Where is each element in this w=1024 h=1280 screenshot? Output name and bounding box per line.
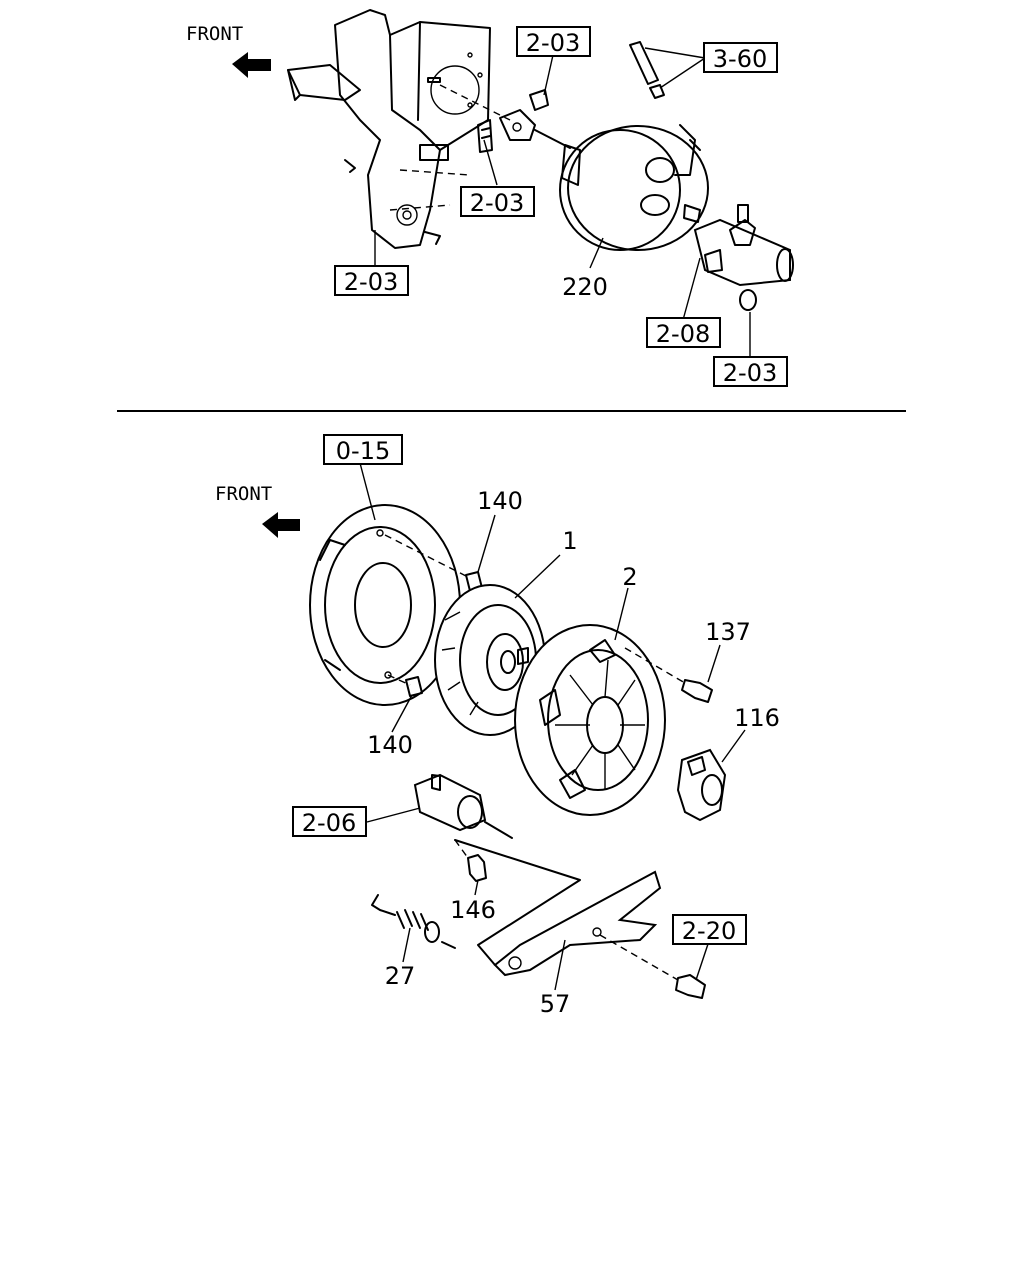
upper-dash-1 [439,84,511,121]
upper-section: FRONT [186,9,794,387]
lower-dash-4 [454,839,469,859]
callout-box-2-08 [646,317,721,348]
leader-57 [554,939,566,991]
leader-2-03-mid [483,139,498,186]
vacuum-hose [629,41,659,85]
leader-0-15 [359,462,376,521]
callout-146: 146 [450,896,496,924]
callout-box-2-03-right [713,356,788,387]
front-arrow-upper-icon [232,52,271,78]
callout-140-top: 140 [477,487,523,515]
pressure-plate [514,624,666,816]
callout-137: 137 [705,618,751,646]
dowel-140-bottom [405,676,423,697]
brake-booster [559,124,709,251]
leader-1 [514,554,561,599]
callout-2-03-left: 2-03 [344,268,398,296]
flywheel [309,504,461,706]
leader-2-03-top [543,54,554,96]
callout-2-03-right: 2-03 [723,359,777,387]
callout-1: 1 [562,527,577,555]
callout-0-15: 0-15 [336,437,390,465]
leader-137 [707,644,721,683]
slave-cylinder [413,773,513,839]
callout-2-03-top: 2-03 [526,29,580,57]
pivot-bolt [675,974,706,999]
vacuum-fitting [649,84,665,99]
release-bearing [676,748,727,822]
callout-27: 27 [385,962,416,990]
leader-3-60b [659,57,706,89]
leader-2 [614,587,629,641]
leader-2-20 [695,943,709,981]
leader-116 [721,729,746,763]
return-spring [371,894,456,949]
callout-box-2-03-top [516,26,591,57]
lower-section: FRONT [215,434,780,1018]
fork-connector-line [454,839,581,966]
release-fork [493,870,662,977]
pedal-bracket [287,9,491,249]
leader-146 [474,879,479,896]
leader-2-06 [366,807,421,823]
callout-220: 220 [562,273,608,301]
callout-3-60: 3-60 [713,45,767,73]
front-label-upper: FRONT [186,23,243,45]
lower-dash-1 [384,534,471,579]
leader-140-top [477,514,496,573]
lower-dash-5 [599,934,679,981]
upper-dash-3 [389,204,451,211]
callout-box-3-60 [703,42,778,73]
leader-140-bottom [391,694,413,733]
callout-57: 57 [540,990,571,1018]
callout-box-0-15 [323,434,403,465]
callout-2: 2 [622,563,637,591]
callout-box-2-06 [292,806,367,837]
leader-27 [402,927,411,963]
front-arrow-lower-icon [262,512,300,538]
callout-140-bottom: 140 [367,731,413,759]
leader-2-08 [682,257,701,321]
callout-box-2-03-left [334,265,409,296]
pushrod-clevis [499,109,571,149]
callout-2-03-mid: 2-03 [470,189,524,217]
callout-2-20: 2-20 [682,917,736,945]
callout-2-08: 2-08 [656,320,710,348]
lower-dash-2 [387,674,411,686]
bolt-137 [681,679,713,703]
callout-box-2-20 [672,914,747,945]
clip-part [477,119,493,153]
bolt-146 [467,854,487,882]
callout-2-06: 2-06 [302,809,356,837]
leader-3-60a [644,47,706,59]
master-cylinder [693,204,794,311]
leader-220 [589,237,604,269]
callout-116: 116 [734,704,780,732]
nut-upper [529,89,549,111]
callout-box-2-03-mid [460,186,535,217]
front-label-lower: FRONT [215,483,272,505]
